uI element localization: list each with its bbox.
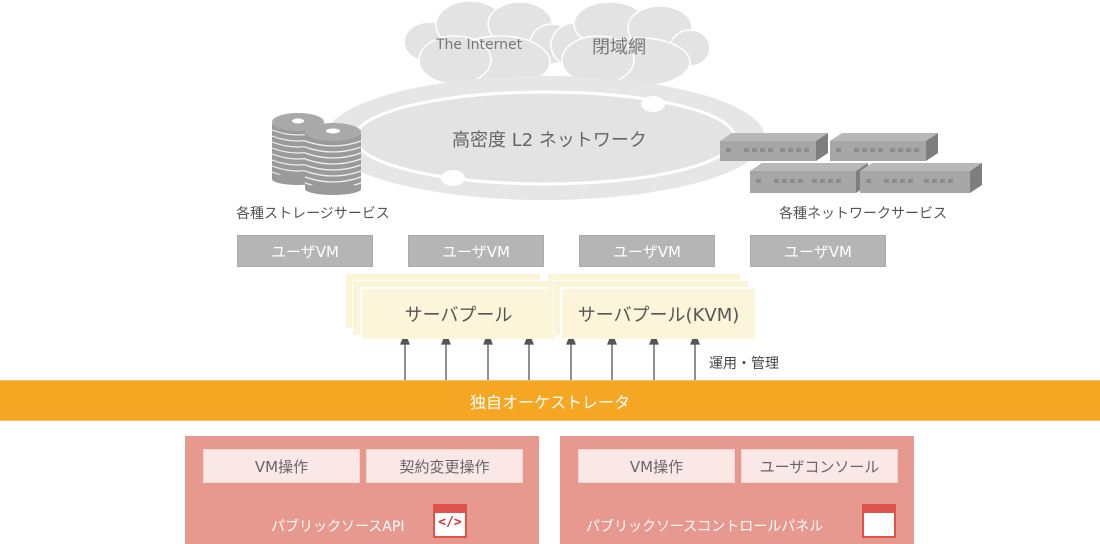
network-node [441,170,465,186]
storage-services-label: 各種ストレージサービス [236,206,390,222]
network-switches-icon [720,133,982,193]
network-node [641,96,665,112]
orchestrator-band: 独自オーケストレータ [0,380,1100,421]
user-console-box: ユーザコンソール [741,449,898,483]
panel-title: パブリックソースAPI [271,519,405,535]
control-panel-panel: VM操作 ユーザコンソール パブリックソースコントロールパネル [560,436,914,544]
server-pool: サーバプール [360,287,555,339]
l2-network-ring [325,76,765,200]
closed-network-cloud-label: 閉域網 [592,37,646,58]
public-api-panel: VM操作 契約変更操作 パブリックソースAPI </> [185,436,539,544]
panel-title: パブリックソースコントロールパネル [586,519,824,535]
user-vm-box: ユーザVM [408,235,544,267]
storage-disks-icon [271,113,362,195]
internet-cloud-label: The Internet [436,37,523,53]
network-services-label: 各種ネットワークサービス [779,206,947,222]
code-window-icon: </> [433,504,467,538]
vm-operation-box: VM操作 [578,449,735,483]
user-vm-box: ユーザVM [237,235,373,267]
management-label: 運用・管理 [709,356,779,372]
cloud-internet-icon [403,0,575,89]
user-vm-box: ユーザVM [750,235,886,267]
contract-change-box: 契約変更操作 [366,449,523,483]
vm-operation-box: VM操作 [203,449,360,483]
server-pool-kvm: サーバプール(KVM) [560,287,755,339]
l2-network-label: 高密度 L2 ネットワーク [452,130,647,151]
browser-window-icon [862,504,896,538]
user-vm-box: ユーザVM [579,235,715,267]
cloud-closed-network-icon [550,1,711,87]
management-arrows [400,332,700,380]
